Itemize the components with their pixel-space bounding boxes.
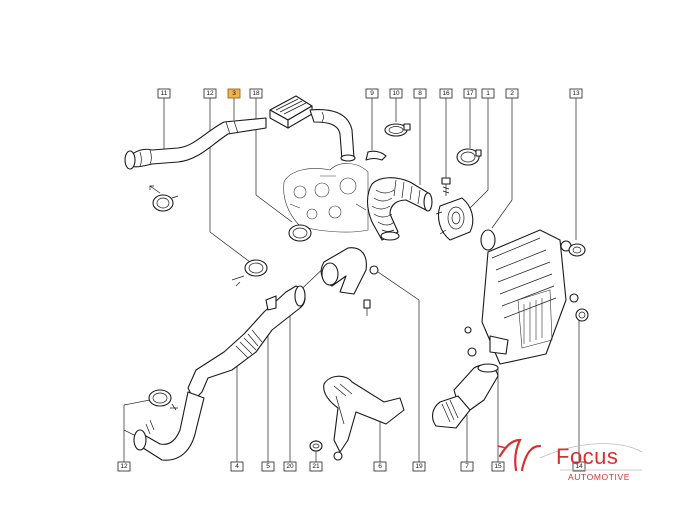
callout-2: 2 — [505, 88, 519, 99]
callout-15: 15 — [491, 461, 505, 472]
pipe-7 — [431, 363, 499, 429]
svg-text:11: 11 — [161, 90, 168, 97]
svg-text:3: 3 — [232, 90, 236, 97]
svg-text:20: 20 — [286, 463, 294, 470]
o-ring-2 — [480, 229, 496, 251]
svg-text:21: 21 — [312, 463, 320, 470]
svg-text:2: 2 — [510, 90, 514, 97]
svg-text:15: 15 — [494, 463, 502, 470]
intercooler-15 — [481, 229, 579, 365]
svg-text:12: 12 — [120, 463, 128, 470]
logo-tagline: AUTOMOTIVE — [568, 472, 631, 482]
clamp-18-lower — [288, 224, 312, 242]
svg-text:17: 17 — [466, 90, 474, 97]
callout-5: 5 — [261, 461, 275, 472]
svg-text:14: 14 — [575, 463, 583, 470]
callout-6: 6 — [373, 461, 387, 472]
flex-hose-8 — [366, 177, 433, 241]
svg-text:1: 1 — [486, 90, 490, 97]
clamp-10 — [384, 123, 411, 137]
washer-21 — [309, 440, 323, 452]
callout-17: 17 — [463, 88, 477, 99]
callout-21: 21 — [309, 461, 323, 472]
clamp-17 — [456, 148, 482, 166]
callout-12-top: 12 — [203, 88, 217, 99]
callout-3: 3 — [227, 88, 241, 99]
arrow-11 — [149, 185, 161, 194]
callout-9: 9 — [365, 88, 379, 99]
throttle-body-1 — [435, 197, 474, 241]
bend-pipe-9 — [309, 108, 356, 162]
elbow-5 — [320, 247, 379, 295]
plug-14 — [575, 308, 589, 322]
svg-text:7: 7 — [465, 463, 469, 470]
callout-14: 14 — [572, 461, 586, 472]
lower-pipe-12 — [133, 391, 205, 461]
callout-12-bottom: 12 — [117, 461, 131, 472]
focus-logo-icon — [497, 438, 643, 472]
callout-13: 13 — [569, 88, 583, 99]
svg-text:18: 18 — [252, 90, 260, 97]
callout-8: 8 — [413, 88, 427, 99]
callout-19: 19 — [412, 461, 426, 472]
callout-7: 7 — [460, 461, 474, 472]
plug-13 — [568, 243, 586, 257]
callout-20: 20 — [283, 461, 297, 472]
clamp-11 — [152, 194, 179, 212]
clip-9 — [365, 150, 387, 161]
corrugated-pipe-4 — [187, 285, 306, 401]
callout-10: 10 — [389, 88, 403, 99]
bracket-6 — [323, 375, 405, 461]
svg-text:6: 6 — [378, 463, 382, 470]
svg-text:8: 8 — [418, 90, 422, 97]
callout-18: 18 — [249, 88, 263, 99]
engine-outline — [283, 163, 369, 233]
sensor-housing-18 — [269, 95, 313, 129]
clamp-12-lower — [148, 389, 178, 411]
svg-text:13: 13 — [572, 90, 580, 97]
logo-wordmark: Focus — [556, 444, 619, 469]
sensor-20 — [363, 299, 371, 316]
svg-text:16: 16 — [442, 90, 450, 97]
callout-11: 11 — [157, 88, 171, 99]
bolt-16 — [441, 177, 451, 196]
clamp-12-upper — [231, 259, 268, 287]
svg-text:10: 10 — [392, 90, 400, 97]
svg-text:19: 19 — [415, 463, 423, 470]
bolts-15 — [464, 326, 477, 357]
svg-text:9: 9 — [370, 90, 374, 97]
upper-intake-pipe — [124, 117, 267, 170]
callout-16: 16 — [439, 88, 453, 99]
callout-1: 1 — [481, 88, 495, 99]
svg-text:4: 4 — [235, 463, 239, 470]
callout-4: 4 — [230, 461, 244, 472]
svg-text:5: 5 — [266, 463, 270, 470]
svg-text:12: 12 — [206, 90, 214, 97]
